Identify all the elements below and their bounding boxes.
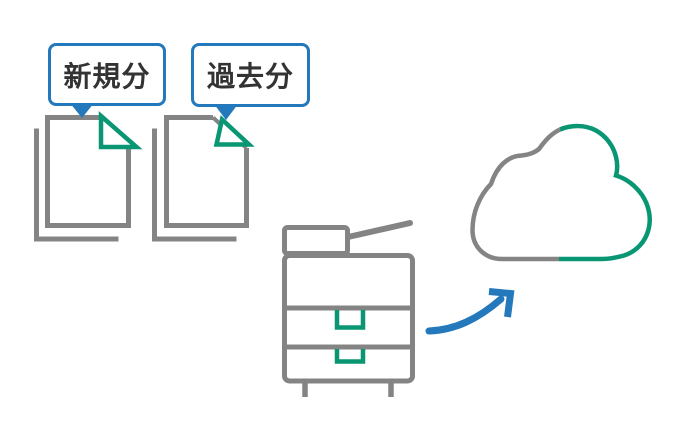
copier-feeder-tray xyxy=(345,220,413,240)
arrow-shaft xyxy=(425,295,505,335)
copier-body xyxy=(282,253,415,384)
past-documents-icon xyxy=(152,115,255,242)
new-documents-icon xyxy=(34,111,143,242)
copier-top-unit xyxy=(282,225,350,256)
folded-corner xyxy=(213,115,255,147)
cloud-outline-gray xyxy=(470,127,562,262)
back-sheet xyxy=(152,128,237,242)
cloud-icon xyxy=(470,123,652,262)
callout-past-label: 過去分 xyxy=(206,61,294,92)
callout-new-documents: 新規分 xyxy=(48,43,166,118)
callout-tail-icon xyxy=(70,103,94,118)
drawer-handle-2 xyxy=(334,349,366,364)
callout-past-documents: 過去分 xyxy=(191,43,310,120)
folded-corner xyxy=(98,111,143,150)
arrow-head xyxy=(488,288,515,318)
callout-new-label: 新規分 xyxy=(63,60,151,92)
cloud-outline-green xyxy=(559,123,652,262)
page-outline xyxy=(45,115,131,228)
upload-arrow-icon xyxy=(425,288,515,335)
callout-tail-icon xyxy=(214,104,238,120)
page-outline xyxy=(164,115,249,228)
drawer-handle-1 xyxy=(334,310,366,330)
copier-icon xyxy=(282,220,415,397)
back-sheet xyxy=(34,128,119,242)
